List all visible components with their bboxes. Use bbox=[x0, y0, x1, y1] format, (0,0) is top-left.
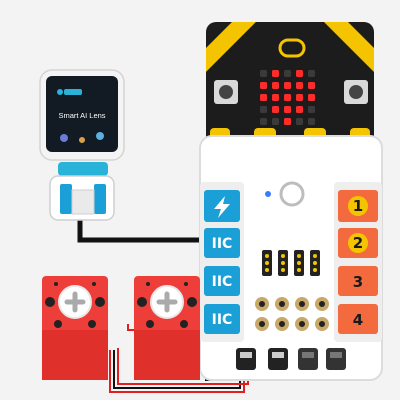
led-off bbox=[272, 118, 279, 125]
led-on bbox=[284, 82, 291, 89]
port-3-label: 3 bbox=[353, 273, 363, 291]
led-on bbox=[272, 106, 279, 113]
port-iic-1[interactable]: IIC bbox=[204, 228, 240, 258]
led-on bbox=[272, 94, 279, 101]
led-off bbox=[284, 70, 291, 77]
port-iic-1-label: IIC bbox=[212, 236, 233, 252]
led-on bbox=[296, 70, 303, 77]
lightning-icon bbox=[214, 196, 230, 218]
smart-ai-lens: Smart AI Lens bbox=[39, 69, 125, 221]
port-2-label: 2 bbox=[353, 234, 363, 252]
led-on bbox=[260, 82, 267, 89]
led-on bbox=[296, 94, 303, 101]
led-on bbox=[272, 82, 279, 89]
round-sockets bbox=[255, 297, 329, 331]
port-4-label: 4 bbox=[353, 311, 363, 329]
led-off bbox=[308, 106, 315, 113]
led-on bbox=[284, 106, 291, 113]
microbit-logo bbox=[278, 38, 306, 58]
servo-motor-2 bbox=[134, 276, 200, 380]
led-on bbox=[296, 82, 303, 89]
reset-button[interactable] bbox=[279, 181, 305, 207]
expansion-board: IIC IIC IIC 1 2 3 4 bbox=[199, 135, 383, 381]
led-off bbox=[260, 70, 267, 77]
led-on bbox=[308, 94, 315, 101]
led-off bbox=[308, 70, 315, 77]
led-on bbox=[272, 70, 279, 77]
led-on bbox=[308, 82, 315, 89]
lens-mount bbox=[58, 162, 108, 176]
port-iic-3[interactable]: IIC bbox=[204, 304, 240, 334]
port-power[interactable] bbox=[204, 190, 240, 222]
led-off bbox=[308, 118, 315, 125]
port-iic-2-label: IIC bbox=[212, 274, 233, 290]
port-1[interactable]: 1 bbox=[338, 190, 378, 222]
servo-ports bbox=[236, 348, 346, 370]
port-3[interactable]: 3 bbox=[338, 266, 378, 296]
led-on bbox=[284, 94, 291, 101]
led-on bbox=[260, 94, 267, 101]
servo-motor-1 bbox=[42, 276, 108, 380]
status-led bbox=[265, 191, 271, 197]
pin-headers bbox=[262, 250, 320, 276]
led-off bbox=[260, 118, 267, 125]
port-iic-3-label: IIC bbox=[212, 312, 233, 328]
lens-screen-text: Smart AI Lens bbox=[58, 111, 105, 120]
port-iic-2[interactable]: IIC bbox=[204, 266, 240, 296]
port-1-label: 1 bbox=[353, 197, 363, 215]
port-4[interactable]: 4 bbox=[338, 304, 378, 334]
led-off bbox=[296, 118, 303, 125]
led-on bbox=[284, 118, 291, 125]
lens-logo bbox=[64, 89, 82, 95]
led-on bbox=[296, 106, 303, 113]
led-matrix bbox=[260, 70, 315, 125]
microbit-board bbox=[206, 22, 374, 146]
led-off bbox=[260, 106, 267, 113]
port-2[interactable]: 2 bbox=[338, 228, 378, 258]
